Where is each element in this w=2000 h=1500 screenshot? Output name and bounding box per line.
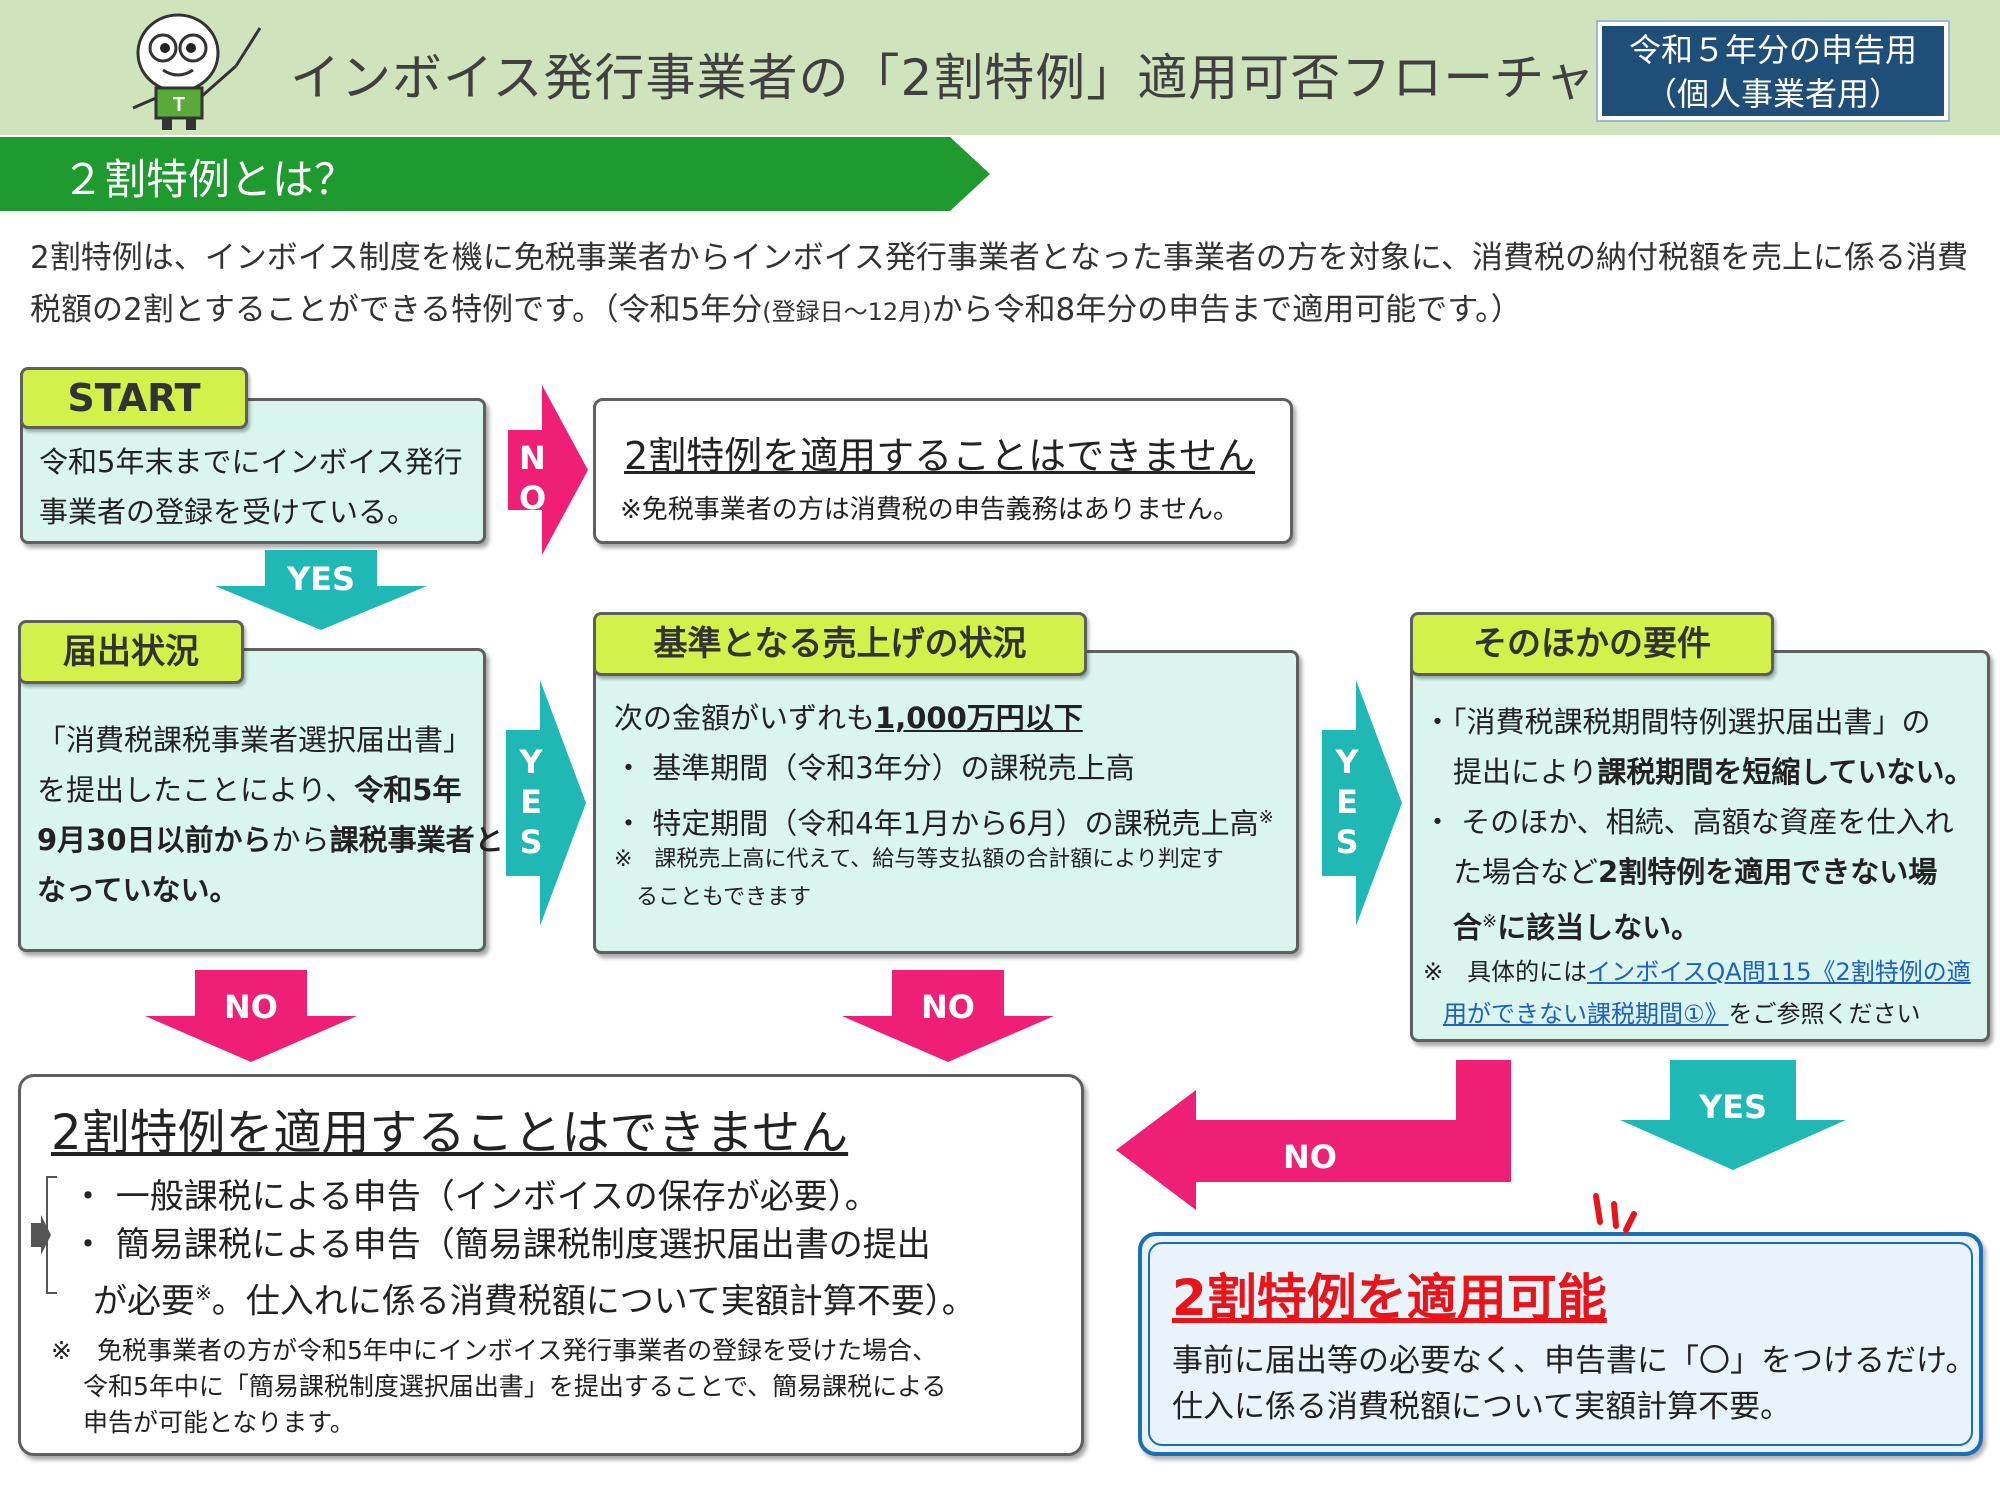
final-yes-title: 2割特例を適用可能 (1172, 1269, 1607, 1327)
final-yes-line1: 事前に届出等の必要なく、申告書に「〇」をつけるだけ。 (1172, 1343, 1977, 1379)
qa-link-part2[interactable]: 用ができない課税期間①》 (1443, 1000, 1729, 1028)
notice-line1: 「消費税課税事業者選択届出書」 (37, 723, 473, 757)
final-no-b2mark: ※ (195, 1281, 212, 1305)
final-no-b2c: 。仕入れに係る消費税額について実額計算不要）。 (211, 1281, 976, 1322)
start-line2: 事業者の登録を受けている。 (39, 495, 417, 529)
final-no-note2: 令和5年中に「簡易課税制度選択届出書」を提出することで、簡易課税による (83, 1372, 947, 1401)
no-arrow-down-3 (842, 970, 1054, 1062)
other-b2mark: ※ (1482, 911, 1498, 932)
final-yes-box: 2割特例を適用可能 事前に届出等の必要なく、申告書に「〇」をつけるだけ。 仕入に… (1138, 1232, 1983, 1456)
other-tag: そのほかの要件 (1410, 612, 1774, 676)
intro-part3: から令和8年分の申告まで適用可能です。） (931, 292, 1522, 328)
other-b1c: 課税期間を短縮していない。 (1597, 755, 1974, 789)
final-no-note3: 申告が可能となります。 (83, 1408, 355, 1437)
no1-title: 2割特例を適用することはできません (624, 434, 1256, 478)
other-b2a: ・ そのほか、相続、高額な資産を仕入れ (1423, 805, 1954, 839)
no-result-box-1: 2割特例を適用することはできません ※免税事業者の方は消費税の申告義務はありませ… (593, 398, 1293, 544)
yes-label-2: YES (519, 743, 543, 861)
start-line1: 令和5年末までにインボイス発行 (39, 445, 463, 479)
sales-note2: ることもできます (636, 885, 812, 910)
sales-line1: 次の金額がいずれも (614, 701, 876, 735)
yes-arrow-right-2 (506, 680, 586, 926)
other-b2b: た場合など (1453, 855, 1599, 889)
usage-badge: 令和５年分の申告用 （個人事業者用） (1596, 20, 1950, 122)
no-arrow-down-2 (145, 970, 357, 1062)
sales-tag: 基準となる売上げの状況 (593, 612, 1087, 676)
no-label-2: NO (224, 988, 278, 1026)
notice-line3: 9月30日以前から (37, 823, 272, 857)
no-label-3: NO (921, 988, 975, 1026)
yes-label-1: YES (286, 560, 356, 598)
notice-line3-from: から (271, 823, 330, 857)
other-b1b: 提出により (1453, 755, 1598, 789)
final-no-b2a: ・ 簡易課税による申告（簡易課税制度選択届出書の提出 (71, 1225, 931, 1265)
no-label-1: NO (519, 439, 547, 517)
other-b2c: 2割特例を適用できない場 (1598, 855, 1938, 889)
notice-box: 「消費税課税事業者選択届出書」 を提出したことにより、令和5年 9月30日以前か… (18, 648, 504, 952)
qa-link-part1[interactable]: インボイスQA問115《2割特例の適 (1587, 958, 1971, 986)
other-note-suffix: をご参照ください (1728, 1000, 1921, 1028)
sales-note1: ※ 課税売上高に代えて、給与等支払額の合計額により判定す (614, 847, 1224, 872)
final-no-box: 2割特例を適用することはできません ・ 一般課税による申告（インボイスの保存が必… (18, 1074, 1084, 1456)
sales-bullet2-mark: ※ (1258, 807, 1274, 828)
notice-line2b: 令和5年 (354, 773, 462, 807)
other-b2e: に該当しない。 (1497, 910, 1701, 945)
start-tag: START (20, 367, 248, 429)
final-no-b1: ・ 一般課税による申告（インボイスの保存が必要）。 (71, 1177, 879, 1217)
no1-note: ※免税事業者の方は消費税の申告義務はありません。 (620, 495, 1240, 525)
notice-line2: を提出したことにより、 (37, 773, 355, 807)
no-arrow-right-1 (508, 385, 588, 555)
notice-tag: 届出状況 (18, 620, 244, 684)
final-yes-line2: 仕入に係る消費税額について実額計算不要。 (1172, 1389, 1792, 1425)
yes-arrow-right-3 (1322, 680, 1402, 926)
badge-line1: 令和５年分の申告用 (1628, 31, 1917, 69)
final-no-note1: ※ 免税事業者の方が令和5年中にインボイス発行事業者の登録を受けた場合、 (51, 1336, 938, 1365)
bracket-arrow-icon (31, 1176, 57, 1294)
notice-line3b: 課税事業者と (329, 823, 504, 857)
yes-arrow-down-1 (215, 550, 427, 630)
yes-arrow-down-4 (1620, 1060, 1846, 1170)
yes-label-4: YES (1698, 1088, 1768, 1126)
sales-box: 次の金額がいずれも1,000万円以下 ・ 基準期間（令和3年分）の課税売上高 ・… (593, 650, 1299, 954)
emphasis-marks-icon (1593, 1193, 1637, 1233)
section-title: ２割特例とは？ (62, 155, 357, 204)
other-b1a: ・「消費税課税期間特例選択届出書」の (1423, 705, 1931, 739)
sales-bullet1: ・ 基準期間（令和3年分）の課税売上高 (614, 751, 1135, 785)
no-arrow-elbow-4 (1116, 1060, 1511, 1210)
notice-line4: なっていない。 (37, 873, 239, 907)
final-no-b2b: が必要 (93, 1281, 195, 1322)
no-label-4: NO (1283, 1138, 1337, 1176)
page-title: インボイス発行事業者の「2割特例」適用可否フローチャート (290, 49, 1698, 107)
sales-line1b: 1,000万円以下 (875, 701, 1083, 735)
intro-text: 2割特例は、インボイス制度を機に免税事業者からインボイス発行事業者となった事業者… (30, 232, 1980, 338)
intro-part2: (登録日～12月) (762, 298, 932, 326)
other-note-prefix: ※ 具体的には (1423, 958, 1588, 986)
other-requirements-box: ・「消費税課税期間特例選択届出書」の 提出により課税期間を短縮していない。 ・ … (1410, 650, 1990, 1042)
section-banner (0, 137, 990, 211)
intro-part1: 2割特例は、インボイス制度を機に免税事業者からインボイス発行事業者となった事業者… (30, 240, 1968, 328)
mascot-character: T (132, 13, 262, 130)
yes-label-3: YES (1335, 743, 1359, 861)
other-b2d: 合 (1453, 910, 1483, 945)
badge-line2: （個人事業者用） (1644, 75, 1901, 113)
sales-bullet2: ・ 特定期間（令和4年1月から6月）の課税売上高 (614, 806, 1259, 841)
final-no-title: 2割特例を適用することはできません (51, 1105, 849, 1161)
svg-text:T: T (173, 94, 185, 116)
